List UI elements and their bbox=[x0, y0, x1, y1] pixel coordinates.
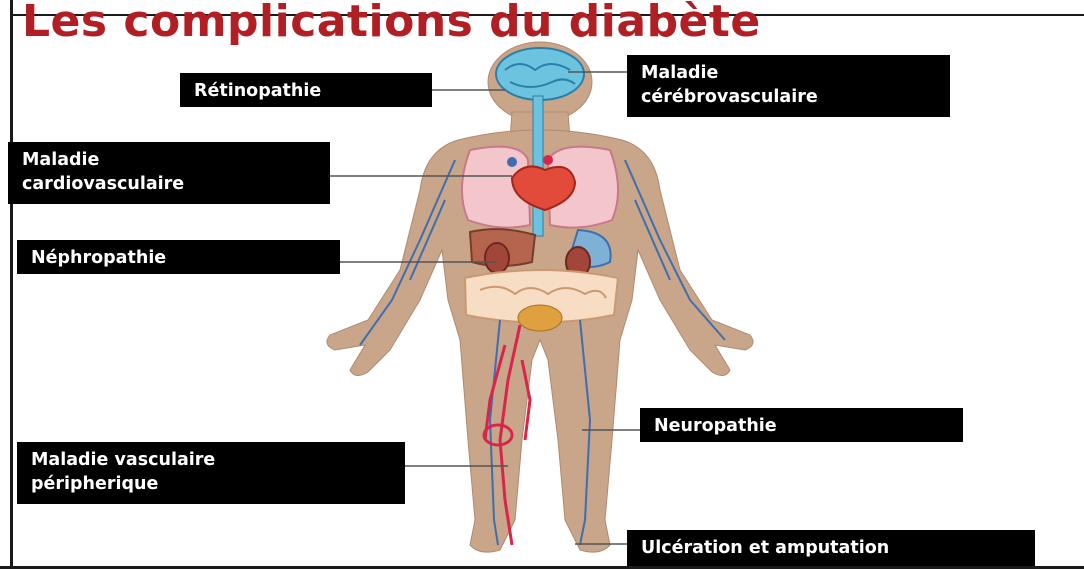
label-nephropathie: Néphropathie bbox=[17, 240, 340, 274]
brain bbox=[496, 48, 584, 100]
label-retinopathie: Rétinopathie bbox=[180, 73, 432, 107]
label-text: péripherique bbox=[31, 472, 391, 496]
label-text: cardiovasculaire bbox=[22, 172, 316, 196]
label-maladie-vasculaire-peripherique: Maladie vasculaire péripherique bbox=[17, 442, 405, 504]
label-text: Neuropathie bbox=[654, 414, 949, 438]
label-maladie-cardiovasculaire: Maladie cardiovasculaire bbox=[8, 142, 330, 204]
label-text: Maladie bbox=[22, 148, 316, 172]
page-title: Les complications du diabète bbox=[22, 0, 761, 50]
label-ulceration-amputation: Ulcération et amputation bbox=[627, 530, 1035, 566]
label-text: Néphropathie bbox=[31, 246, 326, 270]
label-text: Maladie vasculaire bbox=[31, 448, 391, 472]
label-maladie-cerebrovasculaire: Maladie cérébrovasculaire bbox=[627, 55, 950, 117]
label-text: cérébrovasculaire bbox=[641, 85, 936, 109]
label-neuropathie: Neuropathie bbox=[640, 408, 963, 442]
label-text: Maladie bbox=[641, 61, 936, 85]
label-text: Ulcération et amputation bbox=[641, 536, 1021, 560]
label-text: Rétinopathie bbox=[194, 79, 418, 103]
